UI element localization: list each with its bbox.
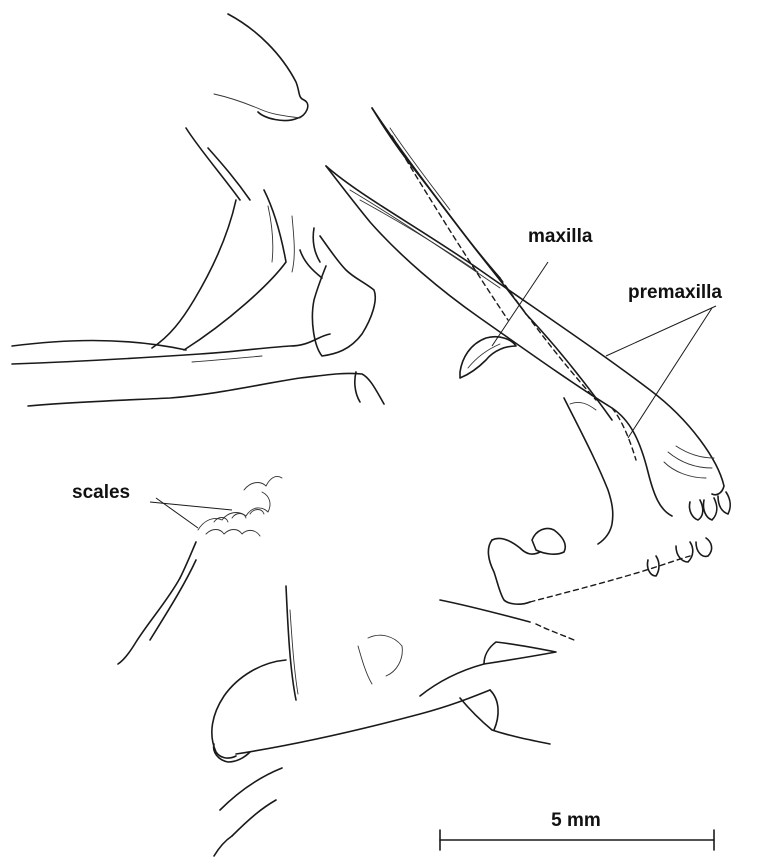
- scale-bar: 5 mm: [440, 810, 714, 850]
- jaw-bars: [12, 334, 384, 406]
- maxilla-bone: [372, 108, 612, 420]
- isolated-tooth: [460, 337, 516, 378]
- scale-bar-label: 5 mm: [551, 810, 601, 831]
- label-scales: scales: [72, 482, 130, 503]
- opercular-region: [212, 586, 574, 856]
- skull-roof-outline: [214, 14, 308, 120]
- label-premaxilla: premaxilla: [628, 282, 722, 303]
- orbit-outline: [152, 128, 322, 350]
- label-maxilla: maxilla: [528, 226, 593, 247]
- scales-cluster: [118, 476, 282, 664]
- lower-jaw-region: [488, 398, 690, 604]
- premaxilla-bone: [326, 166, 724, 516]
